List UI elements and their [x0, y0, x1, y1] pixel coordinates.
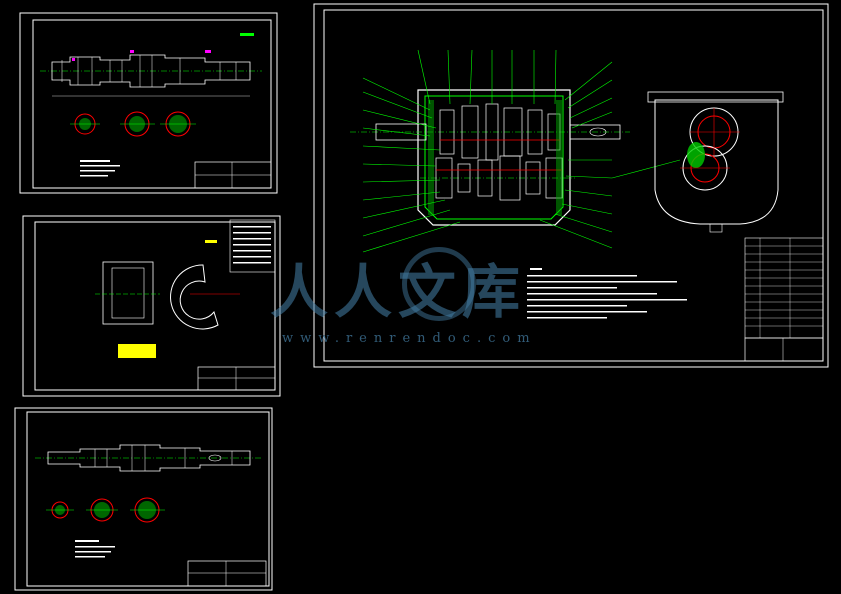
sheet-gearbox-assembly — [313, 3, 829, 368]
sheet-output-shaft — [14, 407, 273, 591]
sheet-input-shaft — [19, 12, 278, 194]
sheet-shift-fork — [22, 215, 281, 397]
